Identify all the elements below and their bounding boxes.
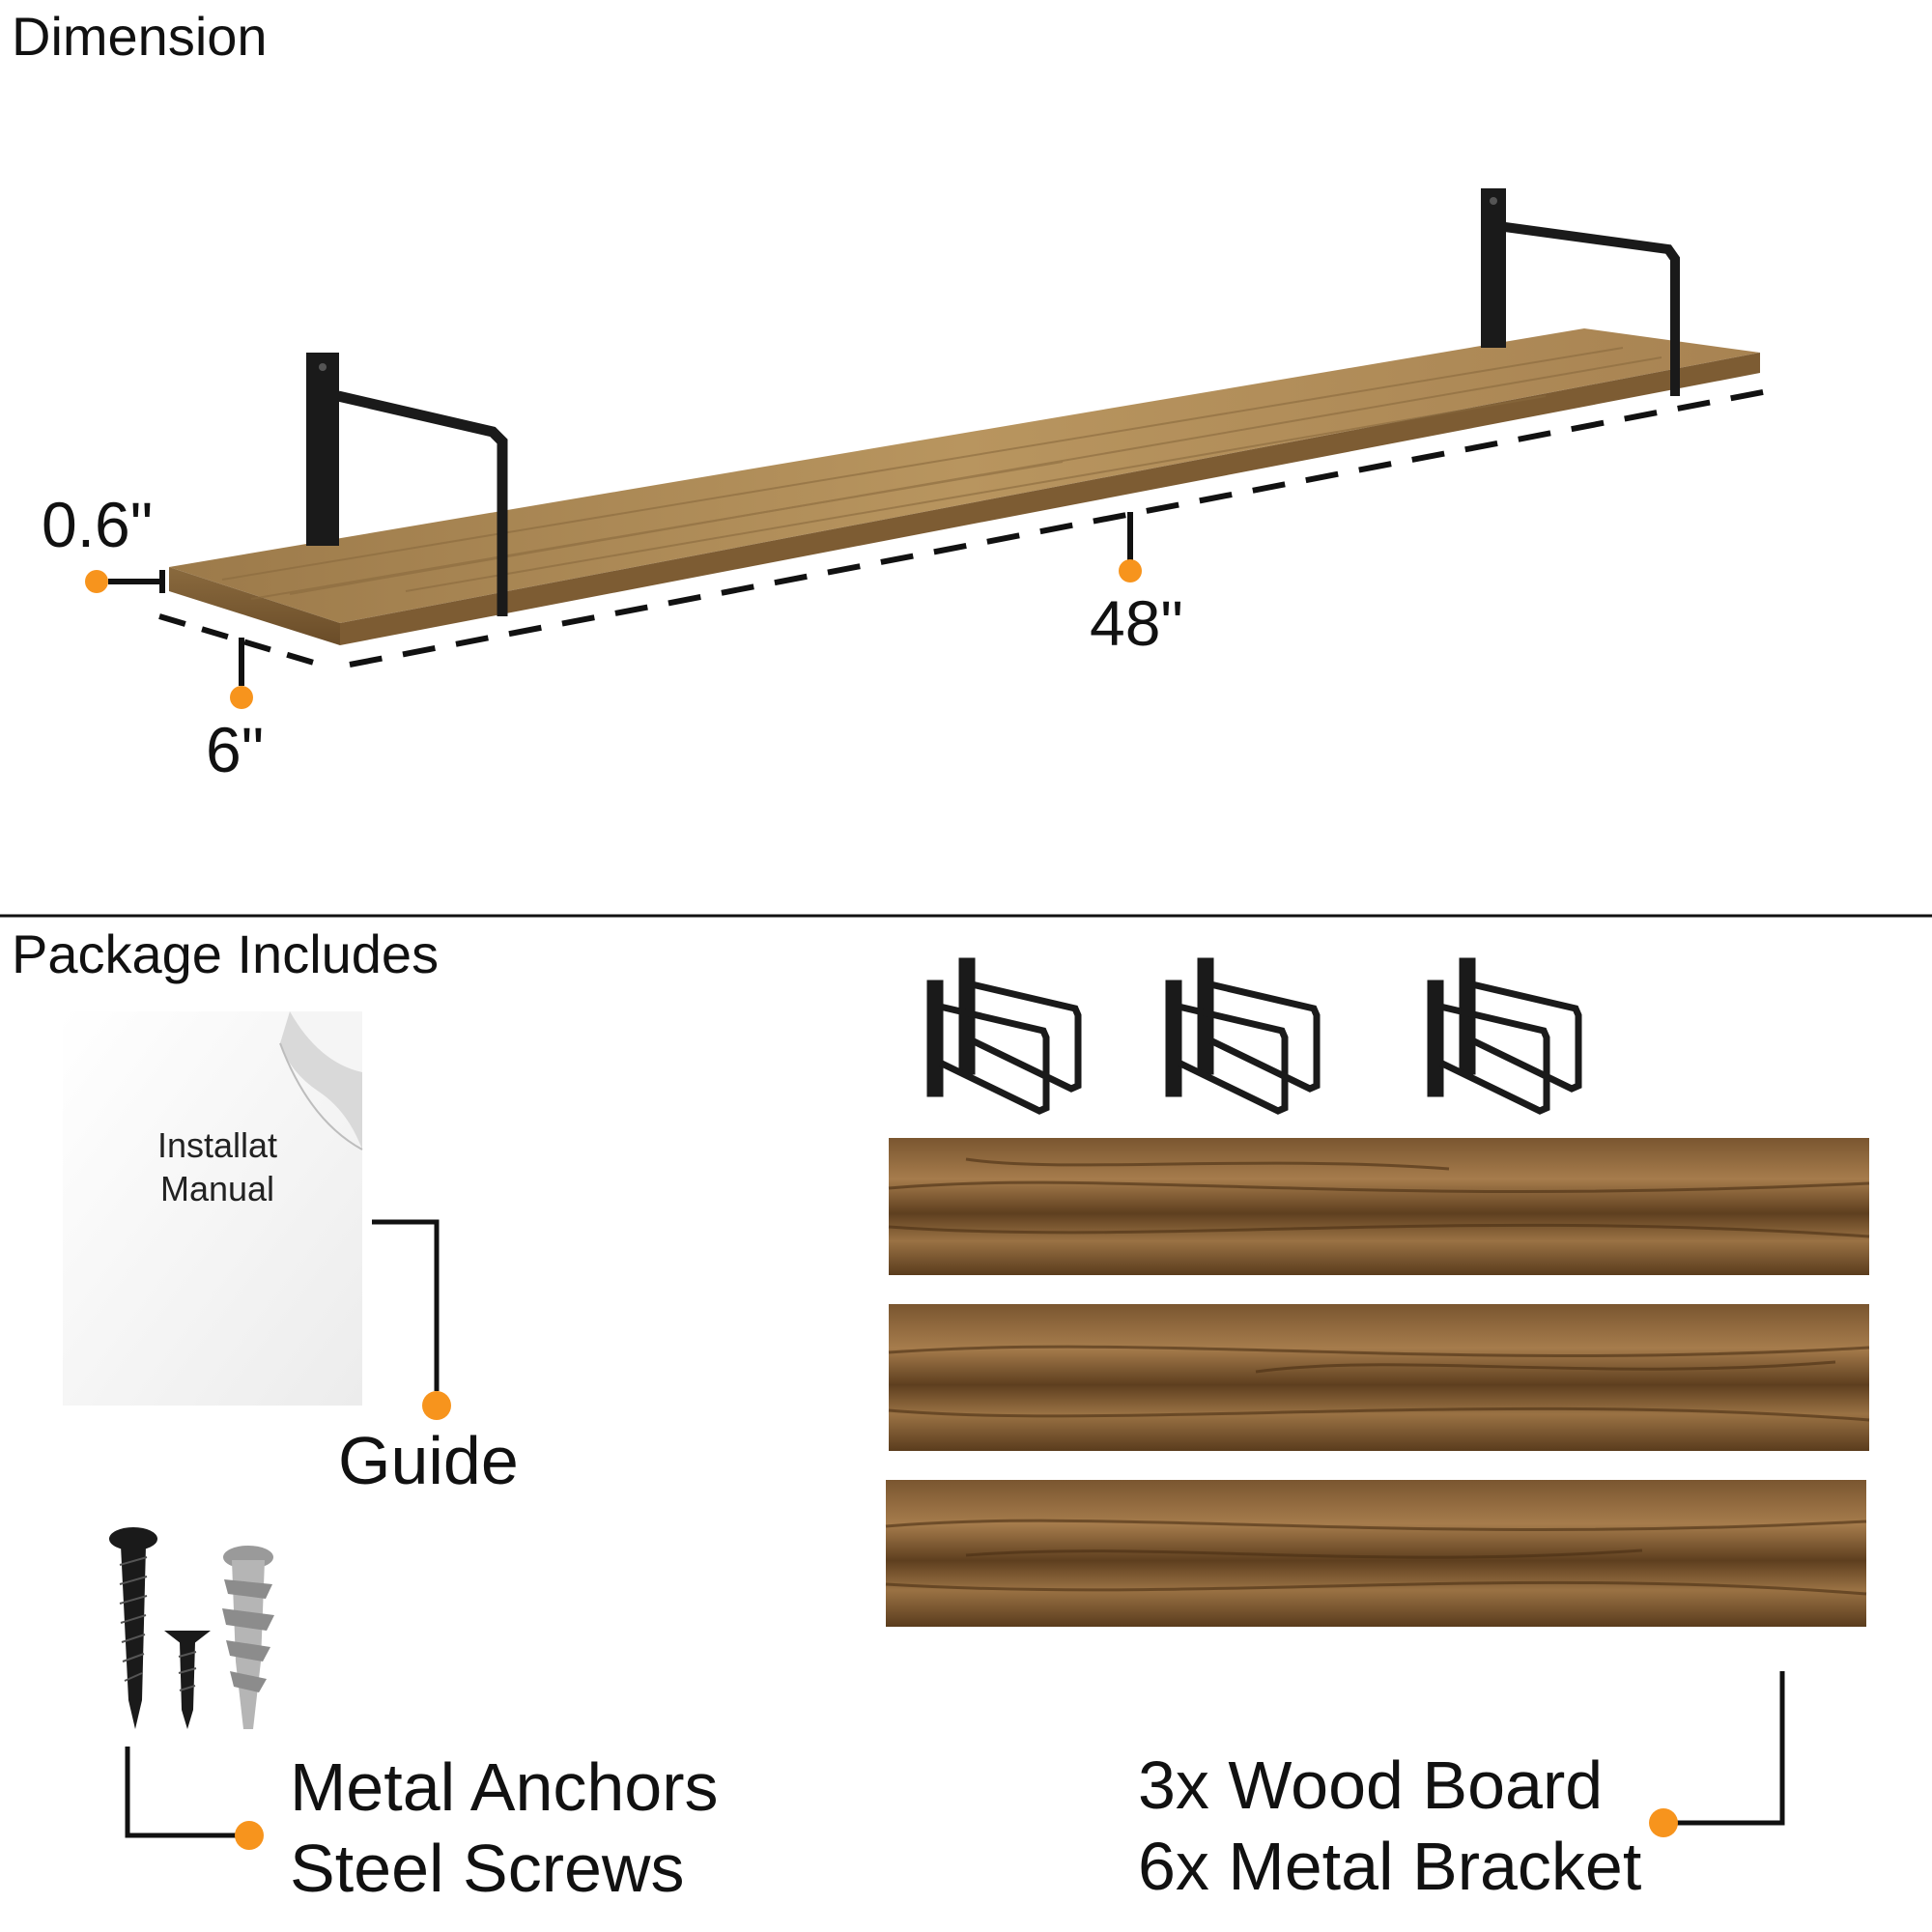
metal-bracket-icon — [1165, 957, 1321, 1115]
wood-board-icon — [888, 1304, 1870, 1451]
wood-board-icon — [885, 1480, 1867, 1627]
package-title: Package Includes — [12, 923, 440, 984]
orange-dot-icon — [235, 1821, 264, 1850]
boards-connector — [1676, 1671, 1785, 1826]
wood-board-icon — [888, 1138, 1870, 1275]
hardware-label: Metal Anchors Steel Screws — [290, 1747, 719, 1909]
orange-dot-icon — [1649, 1808, 1678, 1837]
bracket-group — [926, 957, 1582, 1115]
hardware-label-line1: Metal Anchors — [290, 1749, 719, 1825]
metal-bracket-icon — [926, 957, 1082, 1115]
screw-icon — [164, 1631, 211, 1729]
manual-text: Installat Manual — [116, 1123, 319, 1210]
depth-label: 6" — [206, 714, 265, 785]
boards-label: 3x Wood Board 6x Metal Bracket — [1138, 1745, 1641, 1907]
orange-dot-icon — [85, 570, 108, 593]
orange-dot-icon — [1119, 559, 1142, 582]
guide-label: Guide — [338, 1423, 519, 1498]
dimension-lines — [108, 387, 1774, 686]
boards-label-line1: 3x Wood Board — [1138, 1747, 1604, 1823]
dimension-title: Dimension — [12, 6, 268, 67]
metal-bracket-icon — [1481, 188, 1680, 396]
manual-text-line1: Installat — [156, 1125, 278, 1165]
thickness-label: 0.6" — [42, 489, 154, 560]
shelf-illustration — [169, 188, 1760, 645]
metal-bracket-icon — [1427, 957, 1582, 1115]
screw-icon — [109, 1527, 157, 1729]
length-label: 48" — [1090, 587, 1183, 659]
metal-bracket-icon — [306, 353, 508, 616]
hardware-connector — [125, 1747, 237, 1838]
anchor-icon — [222, 1546, 274, 1729]
manual-icon — [63, 1011, 363, 1406]
manual-text-line2: Manual — [159, 1169, 275, 1208]
orange-dot-icon — [230, 686, 253, 709]
guide-connector — [372, 1219, 440, 1391]
hardware-label-line2: Steel Screws — [290, 1831, 685, 1906]
boards-label-line2: 6x Metal Bracket — [1138, 1829, 1642, 1904]
orange-dot-icon — [422, 1391, 451, 1420]
